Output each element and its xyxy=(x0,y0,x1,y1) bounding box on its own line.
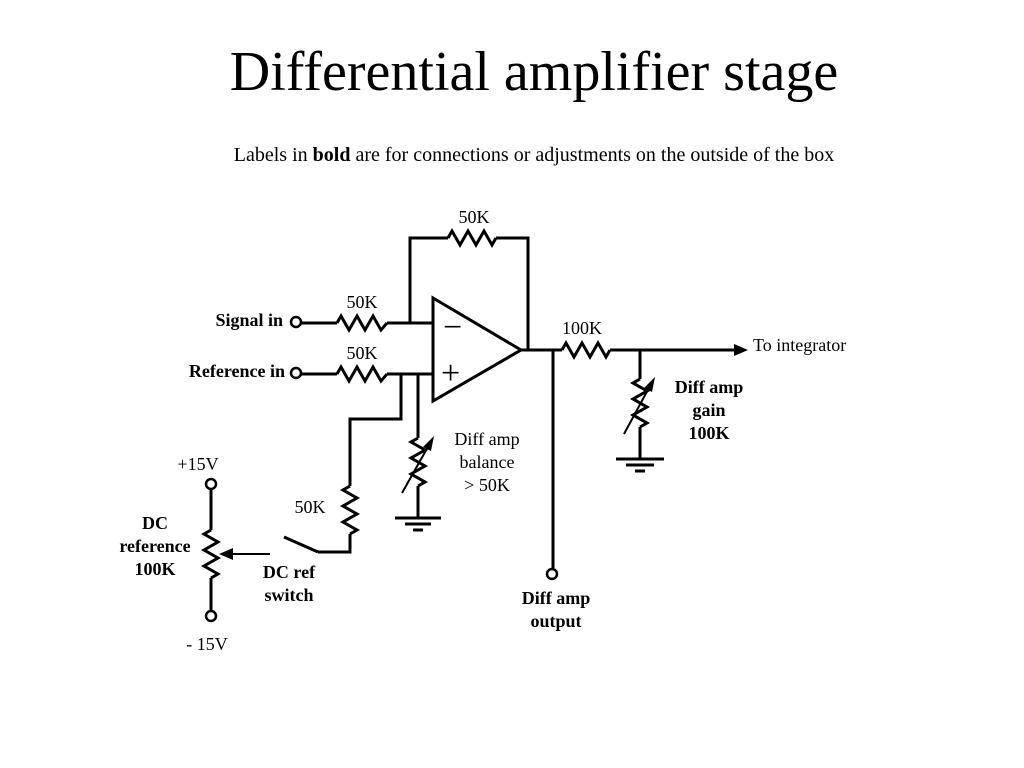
feedback-wire-right xyxy=(496,236,530,350)
dc-ref-switch-label-line1: DC ref xyxy=(263,562,316,582)
subtitle-text-start: Labels in xyxy=(233,144,313,166)
feedback-resistor xyxy=(446,227,498,249)
balance-label-line1: Diff amp xyxy=(454,429,519,449)
dc-ref-switch-label-line2: switch xyxy=(265,585,314,605)
dc-ref-switch-blade xyxy=(283,535,319,554)
balance-potentiometer xyxy=(407,436,429,488)
opamp-minus-sign: − xyxy=(443,309,462,346)
reference-input-resistor xyxy=(335,363,389,385)
feedback-resistor-label: 50K xyxy=(459,207,490,227)
reference-in-terminal[interactable] xyxy=(289,366,303,380)
gain-label-line2: gain xyxy=(692,400,725,420)
plus-15v-label: +15V xyxy=(177,454,218,474)
reference-resistor-label: 50K xyxy=(347,343,378,363)
dc-reference-label-line2: reference xyxy=(119,536,190,556)
output-resistor-label: 100K xyxy=(562,318,602,338)
diff-amp-output-label-line2: output xyxy=(530,611,581,631)
dc-ref-branch-wire xyxy=(348,374,403,486)
slide-subtitle: Labels in bold are for connections or ad… xyxy=(0,142,1024,168)
balance-label-line3: > 50K xyxy=(464,475,510,495)
minus-15v-label: - 15V xyxy=(186,634,228,654)
signal-input-resistor xyxy=(335,312,389,334)
signal-resistor-label: 50K xyxy=(347,292,378,312)
dc-pot-wiper-arrowhead xyxy=(219,548,233,560)
gain-pot-arrowhead xyxy=(644,377,655,392)
dc-reference-label-line1: DC xyxy=(142,513,168,533)
balance-label-line2: balance xyxy=(460,452,515,472)
dc-ref-resistor xyxy=(339,484,361,536)
signal-in-label: Signal in xyxy=(215,310,283,330)
gain-pot-arrow-line xyxy=(623,385,651,435)
dc-ref-resistor-label: 50K xyxy=(295,497,326,517)
dc-reference-potentiometer xyxy=(200,528,222,580)
feedback-wire-left xyxy=(408,236,448,323)
output-resistor xyxy=(560,339,612,361)
diff-amp-output-label-line1: Diff amp xyxy=(522,588,591,608)
dc-reference-label-line3: 100K xyxy=(134,559,175,579)
minus-15v-terminal[interactable] xyxy=(204,609,218,623)
to-integrator-label: To integrator xyxy=(753,335,846,355)
signal-in-terminal[interactable] xyxy=(289,315,303,329)
plus-15v-terminal[interactable] xyxy=(204,477,218,491)
opamp-plus-sign: + xyxy=(441,355,460,392)
balance-pot-arrowhead xyxy=(423,436,434,451)
diff-amp-output-terminal[interactable] xyxy=(545,567,559,581)
gain-label-line1: Diff amp xyxy=(675,377,744,397)
opamp-triangle xyxy=(431,295,524,404)
gain-label-line3: 100K xyxy=(688,423,729,443)
integrator-arrowhead xyxy=(734,344,748,356)
reference-in-label: Reference in xyxy=(189,361,285,381)
balance-pot-arrow-line xyxy=(401,444,430,494)
dc-ref-switch-wire xyxy=(318,534,352,554)
slide-title: Differential amplifier stage xyxy=(229,41,839,103)
subtitle-bold-word: bold xyxy=(312,144,351,166)
subtitle-text-end: are for connections or adjustments on th… xyxy=(350,144,835,166)
